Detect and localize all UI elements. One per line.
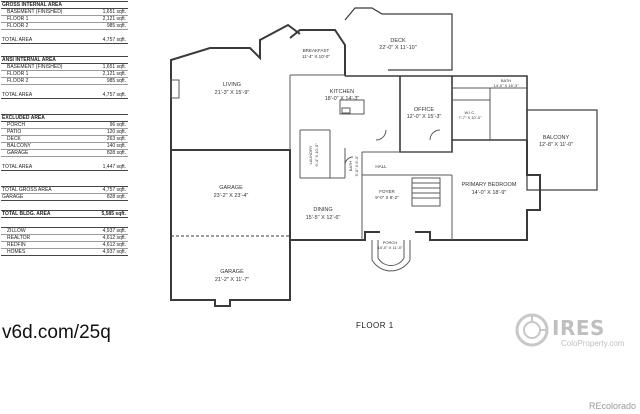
ires-wordmark: IRES bbox=[552, 316, 605, 340]
room-bath2-name: BATH bbox=[348, 161, 353, 171]
short-url[interactable]: v6d.com/25q bbox=[2, 322, 111, 343]
room-bath-name: BATH bbox=[501, 78, 511, 83]
table-top-border bbox=[1, 227, 128, 228]
room-laundry-dim: 6'-4" X 10'-0" bbox=[314, 143, 319, 167]
room-breakfast-dim: 11'-4" X 10'-0" bbox=[302, 54, 330, 59]
interior-walls bbox=[170, 74, 527, 272]
table-header: EXCLUDED AREA bbox=[1, 115, 128, 122]
recolorado-watermark: REcolorado bbox=[588, 401, 636, 411]
room-deck-name: DECK bbox=[390, 38, 406, 44]
room-labels: BREAKFAST 11'-4" X 10'-0" DECK 22'-0" X … bbox=[214, 38, 574, 283]
room-bath2-dim: 5'-0" X 6'-0" bbox=[354, 155, 359, 176]
floor-label: FLOOR 1 bbox=[356, 321, 394, 330]
room-primary-name: PRIMARY BEDROOM bbox=[462, 182, 517, 188]
ires-logo-icon bbox=[515, 313, 549, 347]
room-foyer-dim: 9'-0" X 8'-2" bbox=[375, 195, 399, 200]
room-hall-name: HALL bbox=[375, 164, 387, 169]
room-wic-name: W.I.C. bbox=[465, 110, 476, 115]
table-top-border bbox=[1, 1, 128, 2]
room-deck-dim: 22'-0" X 11'-10" bbox=[379, 45, 416, 51]
table-header: GROSS INTERNAL AREA bbox=[1, 2, 128, 9]
room-office-name: OFFICE bbox=[414, 107, 434, 113]
room-bath-dim: 14'-0" X 16'-3" bbox=[493, 83, 519, 88]
ires-subtitle: ColoProperty.com bbox=[561, 339, 625, 348]
room-wic-dim: 7'-7" X 10'-0" bbox=[458, 115, 482, 120]
room-office-dim: 12'-0" X 15'-3" bbox=[407, 114, 442, 120]
room-garage2-name: GARAGE bbox=[220, 269, 244, 275]
room-dining-name: DINING bbox=[313, 207, 332, 213]
area-table-ansi: ANSI INTERNAL AREA BASEMENT (FINISHED)1,… bbox=[1, 56, 128, 99]
room-dining-dim: 15'-5" X 12'-6" bbox=[306, 215, 341, 221]
room-garage2-dim: 21'-2" X 11'-7" bbox=[215, 277, 249, 283]
room-garage1-dim: 23'-2" X 23'-4" bbox=[214, 193, 249, 199]
table-top-border bbox=[1, 186, 128, 187]
room-kitchen-name: KITCHEN bbox=[330, 89, 354, 95]
room-primary-dim: 14'-0" X 18'-9" bbox=[472, 190, 507, 196]
room-breakfast-name: BREAKFAST bbox=[303, 48, 330, 53]
room-kitchen-dim: 18'-0" X 14'-3" bbox=[325, 96, 360, 102]
room-living-dim: 21'-3" X 15'-9" bbox=[215, 90, 250, 96]
room-porch-name: PORCH bbox=[383, 240, 398, 245]
table-top-border bbox=[1, 56, 128, 57]
area-table-gross: GROSS INTERNAL AREA BASEMENT (FINISHED)1… bbox=[1, 1, 128, 44]
room-laundry-name: LAUNDRY bbox=[308, 145, 313, 164]
exterior-walls bbox=[170, 7, 598, 307]
room-living-name: LIVING bbox=[223, 82, 241, 88]
room-foyer-name: FOYER bbox=[379, 189, 395, 194]
table-row: BASEMENT (FINISHED)1,651 sqft. bbox=[1, 9, 128, 16]
table-top-border bbox=[1, 114, 128, 115]
room-balcony-dim: 12'-8" X 11'-0" bbox=[539, 142, 573, 148]
ires-watermark: IRES ColoProperty.com bbox=[514, 312, 636, 352]
table-header: ANSI INTERNAL AREA bbox=[1, 57, 128, 64]
room-balcony-name: BALCONY bbox=[543, 135, 570, 141]
table-top-border bbox=[1, 210, 128, 211]
room-garage1-name: GARAGE bbox=[219, 185, 243, 191]
table-row: BASEMENT (FINISHED)1,651 sqft. bbox=[1, 64, 128, 71]
room-porch-dim: 10'-0" X 11'-0" bbox=[378, 245, 404, 250]
